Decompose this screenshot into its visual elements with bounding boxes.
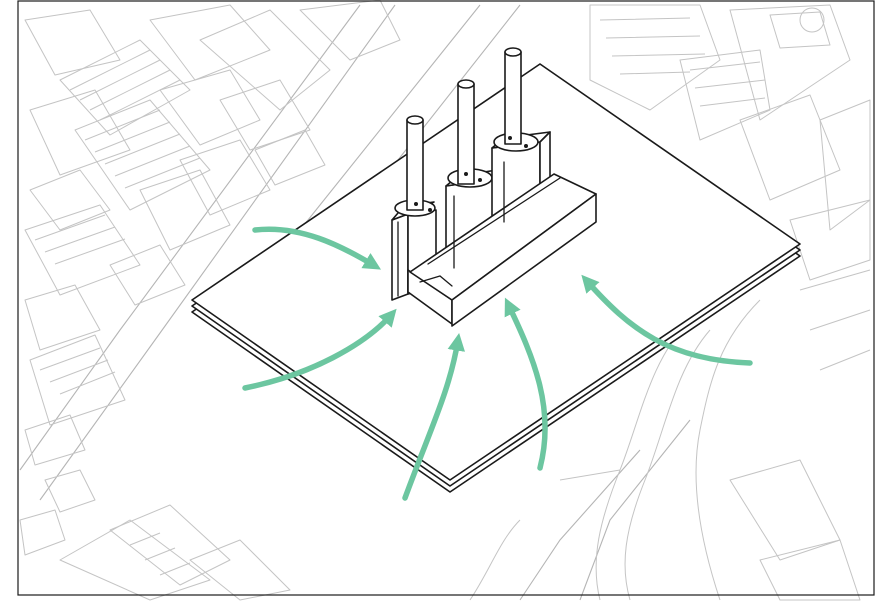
chimney-right	[505, 48, 521, 144]
chimney-middle	[458, 80, 474, 184]
chimney-left	[407, 116, 423, 210]
